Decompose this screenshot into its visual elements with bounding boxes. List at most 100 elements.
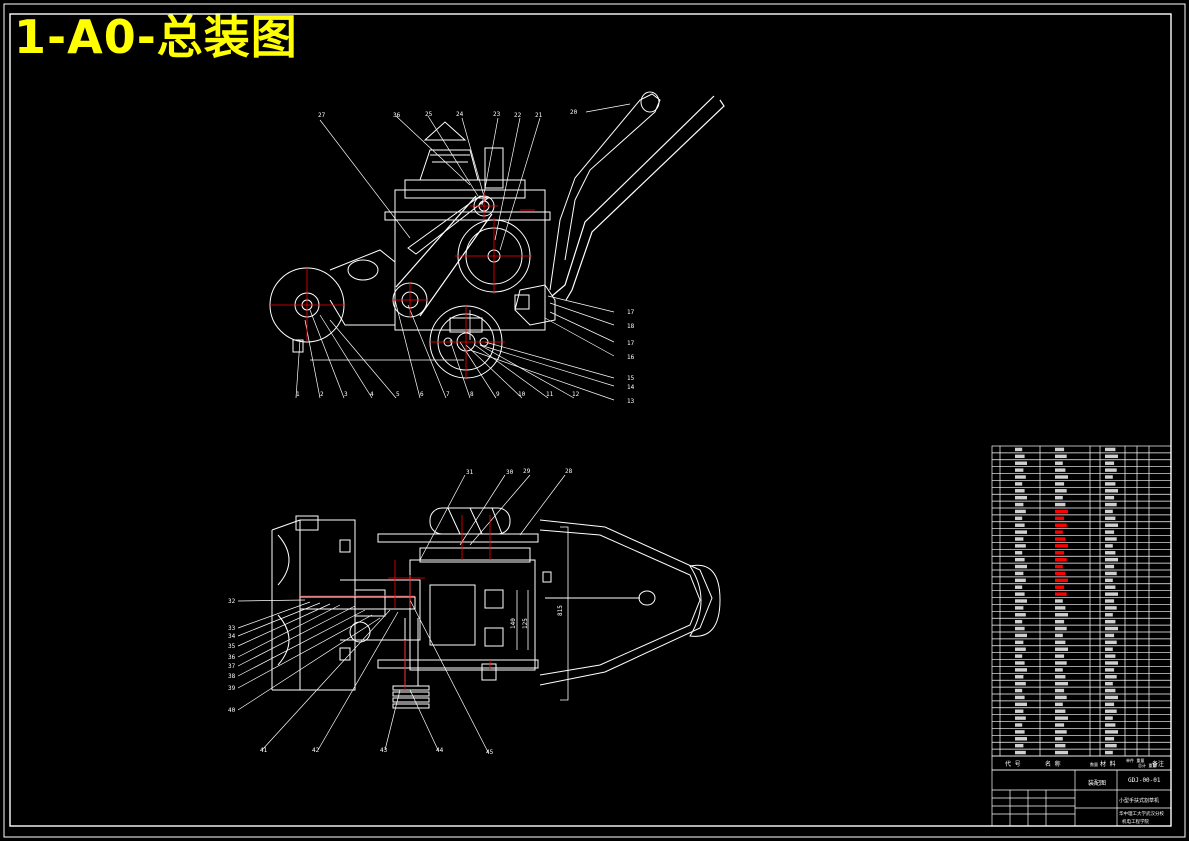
label-10: 10: [518, 391, 526, 398]
parts-cell-mark: [1105, 578, 1113, 583]
parts-cell-mark: [1055, 599, 1063, 603]
parts-cell-mark: [1105, 509, 1113, 514]
label-25: 25: [425, 111, 433, 118]
parts-cell-mark: [1105, 681, 1113, 686]
parts-cell-mark: [1055, 468, 1066, 472]
side-view: [269, 91, 725, 401]
label-18: 18: [627, 323, 635, 330]
parts-cell-mark: [1105, 516, 1116, 521]
dim-140: 140: [510, 618, 517, 629]
parts-cell-mark: [1105, 619, 1116, 624]
th-unit-weight: 单件 重量: [1126, 757, 1144, 763]
label-1: 1: [296, 391, 300, 398]
parts-cell-mark: [1015, 571, 1024, 576]
parts-cell-mark: [1055, 647, 1068, 651]
parts-cell-mark: [1015, 482, 1023, 486]
parts-cell-mark: [1015, 544, 1026, 548]
parts-cell-mark: [1015, 599, 1027, 603]
parts-cell-mark: [1055, 530, 1063, 534]
parts-cell-mark: [1105, 571, 1117, 576]
parts-cell-mark: [1105, 495, 1115, 500]
parts-cell-mark: [1015, 489, 1025, 493]
parts-cell-mark: [1105, 489, 1118, 493]
label-36b: 36: [228, 654, 236, 661]
parts-cell-mark: [1015, 716, 1026, 720]
throttle-lever: [549, 93, 661, 291]
label-30: 30: [506, 469, 514, 476]
assembly-label: 装配图: [1088, 779, 1106, 787]
parts-cell-mark: [1055, 668, 1063, 672]
parts-cell-mark: [1055, 578, 1068, 583]
label-13: 13: [627, 398, 635, 405]
parts-cell-mark: [1105, 695, 1118, 700]
parts-cell-mark: [1015, 516, 1023, 521]
parts-cell-mark: [1105, 557, 1118, 562]
plan-handle: [539, 529, 701, 676]
label-14: 14: [627, 384, 635, 391]
parts-cell-mark: [1015, 530, 1027, 534]
parts-cell-mark: [1105, 475, 1113, 479]
parts-cell-mark: [1055, 509, 1068, 514]
label-4: 4: [370, 391, 374, 398]
label-31: 31: [466, 469, 474, 476]
parts-cell-mark: [1105, 730, 1118, 734]
label-40: 40: [228, 707, 236, 714]
parts-cell-mark: [1105, 750, 1113, 755]
parts-cell-mark: [1015, 688, 1023, 693]
parts-cell-mark: [1055, 730, 1067, 734]
th-total-weight: 总计 重量: [1138, 762, 1156, 768]
parts-cell-mark: [1055, 709, 1066, 713]
parts-cell-mark: [1105, 537, 1117, 541]
product-name: 小型手扶式割草机: [1119, 797, 1159, 804]
label-28: 28: [565, 468, 573, 475]
parts-cell-mark: [1015, 454, 1025, 459]
parts-cell-mark: [1015, 578, 1026, 583]
parts-cell-mark: [1055, 716, 1068, 720]
parts-cell-mark: [1105, 606, 1117, 610]
label-32: 32: [228, 598, 236, 605]
parts-cell-mark: [1055, 537, 1066, 541]
parts-cell-mark: [1055, 551, 1065, 555]
parts-cell-mark: [1015, 668, 1027, 672]
parts-cell-mark: [1015, 509, 1026, 514]
label-9: 9: [496, 391, 500, 398]
drawing-number: GDJ-00-01: [1128, 777, 1161, 784]
label-17a: 17: [627, 309, 635, 316]
parts-cell-mark: [1015, 743, 1024, 748]
parts-cell-mark: [1015, 730, 1025, 734]
label-35: 35: [228, 643, 236, 650]
parts-cell-mark: [1055, 626, 1067, 631]
parts-cell-mark: [1105, 647, 1113, 651]
parts-cell-mark: [1015, 523, 1025, 527]
parts-cell-mark: [1015, 592, 1025, 596]
parts-cell-mark: [1105, 447, 1116, 452]
parts-cell-mark: [1055, 743, 1066, 748]
label-36: 36: [393, 112, 401, 119]
label-17b: 17: [627, 340, 635, 347]
parts-cell-mark: [1105, 502, 1117, 507]
parts-cell-mark: [1055, 737, 1063, 741]
th-material: 材 料: [1100, 760, 1116, 768]
parts-cell-mark: [1055, 702, 1063, 707]
parts-cell-mark: [1105, 592, 1118, 596]
parts-cell-mark: [1105, 454, 1118, 459]
label-12: 12: [572, 391, 580, 398]
parts-cell-mark: [1015, 557, 1025, 562]
label-5: 5: [396, 391, 400, 398]
parts-cell-mark: [1015, 564, 1027, 569]
parts-cell-mark: [1055, 619, 1065, 624]
parts-cell-mark: [1055, 661, 1067, 665]
parts-cell-mark: [1055, 592, 1067, 596]
parts-cell-mark: [1015, 537, 1024, 541]
parts-cell-mark: [1105, 613, 1113, 617]
dim-125: 125: [522, 618, 529, 629]
parts-cell-mark: [1055, 564, 1063, 569]
label-34: 34: [228, 633, 236, 640]
parts-cell-mark: [1055, 606, 1066, 610]
parts-cell-mark: [1015, 613, 1026, 617]
parts-cell-mark: [1105, 640, 1117, 645]
drawing-title: 1-A0-总装图: [14, 10, 298, 64]
parts-cell-mark: [1015, 675, 1024, 679]
parts-cell-mark: [1055, 454, 1067, 459]
parts-cell-mark: [1105, 523, 1118, 527]
